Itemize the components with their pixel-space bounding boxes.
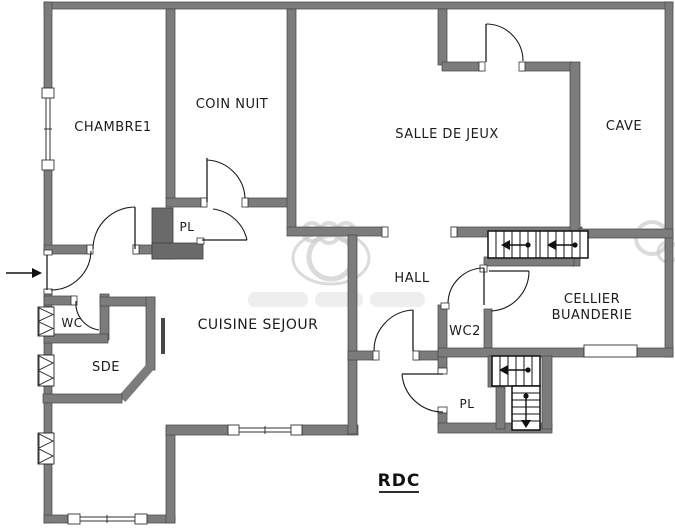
closet-pl: [151, 207, 204, 260]
shutter-symbol: [37, 432, 55, 465]
room-label-cave: CAVE: [606, 119, 642, 134]
room-label-chambre1: CHAMBRE1: [74, 120, 151, 135]
door-jambs: [43, 61, 526, 414]
floor-title: RDC: [378, 471, 421, 493]
window-cellier: [583, 344, 638, 358]
door-pl-bottom: [401, 373, 444, 413]
room-labels: CHAMBRE1 COIN NUIT SALLE DE JEUX CAVE PL…: [61, 97, 642, 411]
room-label-pl-closet: PL: [180, 220, 195, 234]
door-cave-nook: [485, 23, 524, 62]
fixture-bar: [161, 318, 165, 354]
room-label-buanderie: BUANDERIE: [552, 308, 633, 323]
door-entrance: [46, 250, 92, 291]
shutter-symbol: [37, 306, 55, 337]
room-label-sde: SDE: [92, 360, 120, 375]
room-label-coin-nuit: COIN NUIT: [196, 97, 269, 112]
window-chambre1: [41, 87, 55, 171]
room-label-wc2: WC2: [449, 324, 481, 339]
door-chambre1: [92, 206, 136, 250]
door-hall: [373, 309, 414, 352]
room-label-cellier: CELLIER: [564, 292, 620, 307]
window-cuisine: [227, 424, 303, 436]
room-label-cuisine-sejour: CUISINE SEJOUR: [198, 317, 319, 333]
door-cellier: [489, 270, 530, 312]
room-label-wc: WC: [61, 316, 82, 330]
entrance-arrow: [6, 268, 42, 278]
room-label-pl-bottom: PL: [460, 397, 475, 411]
walls: [42, 1, 674, 524]
room-label-hall: HALL: [394, 271, 429, 286]
staircase-lower: [491, 355, 541, 431]
door-coin-nuit: [206, 158, 246, 202]
room-label-salle-de-jeux: SALLE DE JEUX: [395, 127, 499, 142]
staircase-upper: [487, 230, 589, 259]
window-bottom-left: [67, 513, 148, 525]
shutter-symbol: [37, 354, 55, 387]
door-wc2: [447, 267, 485, 305]
floor-title-text: RDC: [378, 471, 421, 491]
door-pl-closet: [202, 208, 248, 241]
door-wc: [75, 300, 100, 331]
